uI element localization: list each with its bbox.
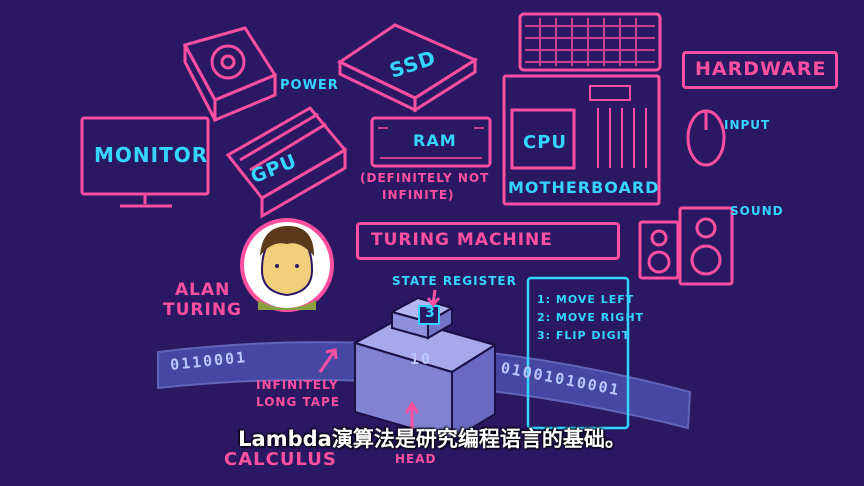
sound-label: SOUND	[730, 204, 784, 218]
power-label: POWER	[280, 78, 339, 93]
tape-digits-middle: 10	[410, 350, 433, 368]
alan-turing-label-line2: TURING	[163, 300, 242, 320]
state-register-value: 3	[425, 305, 436, 321]
head-label: HEAD	[395, 452, 437, 466]
state-register-label: STATE REGISTER	[392, 274, 517, 288]
instruction-3: 3: FLIP DIGIT	[537, 329, 631, 342]
arrows	[318, 289, 441, 430]
gpu-icon	[225, 106, 348, 219]
ram-note-line1: (DEFINITELY NOT	[360, 171, 490, 185]
input-label: INPUT	[724, 118, 771, 132]
tape-label-line1: INFINITELY	[256, 378, 339, 392]
ram-note-line2: INFINITE)	[382, 188, 455, 202]
turing-machine-head	[352, 296, 498, 442]
hardware-box: HARDWARE	[682, 51, 838, 89]
tape-label-line2: LONG TAPE	[256, 395, 341, 409]
alan-turing-portrait	[240, 218, 334, 312]
ram-label: RAM	[413, 131, 457, 150]
instruction-2: 2: MOVE RIGHT	[537, 311, 645, 324]
speakers-icon	[638, 206, 734, 286]
motherboard-icon	[502, 74, 661, 206]
monitor-label: MONITOR	[94, 143, 209, 167]
tape-band	[157, 341, 692, 430]
ram-icon	[370, 116, 492, 168]
mouse-icon	[686, 109, 726, 167]
alan-turing-label-line1: ALAN	[175, 280, 231, 300]
power-supply-icon	[182, 26, 278, 123]
turing-machine-box: TURING MACHINE	[356, 222, 620, 260]
turing-machine-label: TURING MACHINE	[371, 230, 553, 250]
ssd-icon	[336, 23, 479, 113]
motherboard-label: MOTHERBOARD	[508, 178, 660, 197]
instruction-1: 1: MOVE LEFT	[537, 293, 635, 306]
keyboard-icon	[518, 12, 662, 72]
video-subtitle: Lambda演算法是研究编程语言的基础。	[238, 427, 626, 451]
hardware-label: HARDWARE	[695, 58, 827, 80]
instruction-card	[526, 276, 630, 430]
cpu-label: CPU	[523, 132, 568, 153]
calculus-label: CALCULUS	[224, 449, 337, 470]
monitor-icon	[80, 116, 210, 208]
